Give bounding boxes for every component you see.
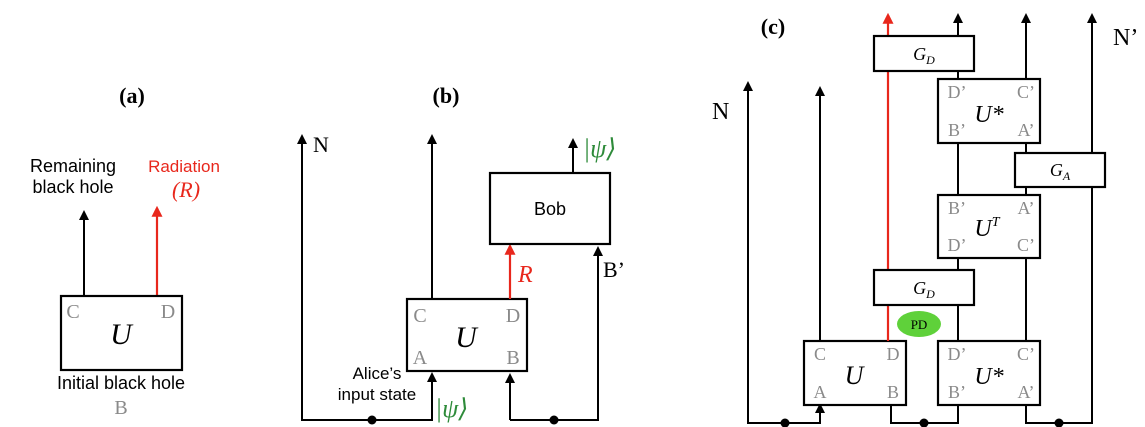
gate-u-c-label: U [845,361,866,390]
dot-c-1 [780,418,790,427]
port-ustar-b-c: C’ [1017,344,1035,364]
remaining-black-hole-label-line1: Remaining [30,156,116,176]
port-ustar-t-a: A’ [1018,120,1035,140]
port-d: D [161,301,175,323]
panel-b: (b) N |ψ⟩ Alice’s input state U C D A B … [297,83,625,425]
port-b-b: B [506,347,519,369]
ga-label: GA [1050,160,1071,183]
port-u-b: B [887,382,899,402]
panel-a: (a) Remaining black hole Radiation (R) U… [30,83,220,419]
port-b-initial: B [114,397,127,419]
remaining-black-hole-label-line2: black hole [32,177,113,197]
gate-u-label: U [110,318,134,351]
psi-output: |ψ⟩ [583,134,616,163]
radiation-symbol: (R) [172,177,200,202]
port-ut-a: A’ [1018,198,1035,218]
n-label-c: N [712,99,729,125]
panel-c: (c) N N’ U C D A B U* D’ C’ B’ A’ PD [712,12,1138,427]
port-ustar-b-a: A’ [1018,382,1035,402]
psi-input: |ψ⟩ [435,394,468,423]
port-u-a: A [814,382,827,402]
n-label: N [313,132,329,157]
port-ustar-b-d: D’ [948,344,967,364]
port-ustar-t-c: C’ [1017,82,1035,102]
port-ut-c: C’ [1017,235,1035,255]
n-prime-label-c: N’ [1113,25,1138,51]
panel-b-label: (b) [433,83,460,108]
port-a-b: A [413,347,428,369]
panel-a-label: (a) [119,83,145,108]
gate-ut-label: UT [974,215,1000,242]
gd-middle-label: GD [913,278,935,301]
dot-c-2 [919,418,929,427]
radiation-label: Radiation [148,157,220,176]
u-input-a-wire [785,403,825,424]
port-ustar-b-b: B’ [948,382,966,402]
gd-top-box [872,34,976,73]
port-c: C [66,301,79,323]
panel-c-label: (c) [761,14,785,39]
port-c-b: C [413,305,426,327]
gate-u-b-label: U [455,321,479,354]
port-ut-b: B’ [948,198,966,218]
port-u-c: C [814,344,826,364]
bob-box [488,171,612,246]
n-wire-c [743,81,785,424]
b-prime-wire [510,246,603,421]
unitary-gate-ut [936,193,1042,260]
unitary-gate-u-c [802,339,908,407]
port-u-d: D [887,344,900,364]
unitary-gate-u [59,294,184,372]
pd-marker [897,311,941,337]
unitary-gate-ustar-bottom [936,339,1042,407]
port-ustar-t-b: B’ [948,120,966,140]
entangle-dot-right [549,415,559,425]
unitary-gate-ustar-top [936,77,1042,145]
gd-top-label: GD [913,44,935,67]
alice-label-line1: Alice’s [353,364,402,383]
pd-label: PD [911,317,928,332]
initial-black-hole-label: Initial black hole [57,373,185,393]
r-label: R [517,262,533,288]
n-wire [297,134,372,421]
gate-ustar-top-label: U* [974,102,1003,128]
dot-c-3 [1054,418,1064,427]
bob-label: Bob [534,199,566,219]
alice-label-line2: input state [338,385,416,404]
port-d-b: D [506,305,520,327]
gate-ustar-bottom-label: U* [974,364,1003,390]
port-ustar-t-d: D’ [948,82,967,102]
unitary-gate-u-b [405,297,529,373]
alice-input-wire [372,372,437,421]
port-ut-d: D’ [948,235,967,255]
ga-box [1013,151,1107,189]
gd-middle-box [872,268,976,307]
b-prime-label: B’ [603,257,625,282]
